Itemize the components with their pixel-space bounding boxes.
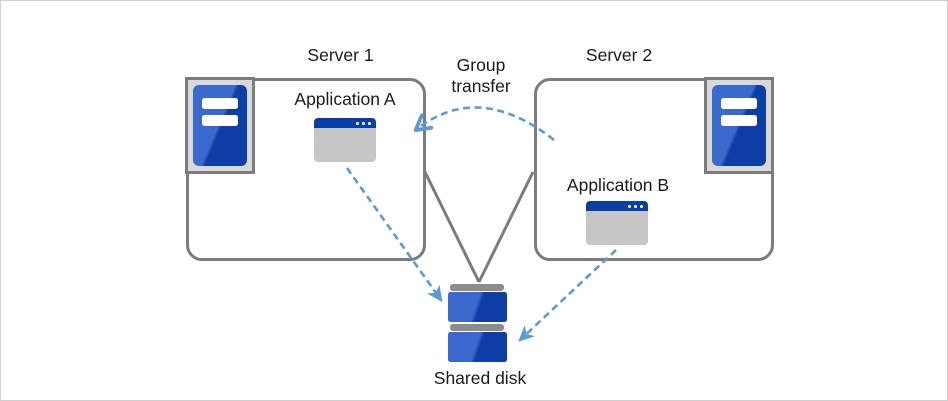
- server2-icon-panel: [704, 77, 774, 174]
- app-titlebar: [586, 201, 648, 211]
- server-tower-icon: [712, 85, 766, 166]
- application-a-label: Application A: [294, 89, 396, 109]
- server1-icon-panel: [185, 77, 255, 174]
- app-titlebar-dots-icon: [355, 121, 371, 125]
- disk-bar: [450, 284, 504, 291]
- application-b-to-disk-arrow: [518, 249, 617, 342]
- server2-label: Server 2: [585, 45, 653, 65]
- server1-to-disk-line: [423, 171, 481, 283]
- app-window-body: [314, 128, 376, 162]
- server1-label: Server 1: [307, 45, 374, 65]
- server-slot-icon: [202, 115, 238, 126]
- disk-block: [448, 332, 507, 362]
- app-titlebar: [314, 118, 376, 128]
- shared-disk-label: Shared disk: [433, 368, 527, 388]
- app-window-icon: [314, 118, 376, 162]
- app-titlebar-dots-icon: [627, 204, 643, 208]
- app-window-body: [586, 211, 648, 245]
- disk-block: [448, 292, 507, 322]
- disk-bar: [450, 324, 504, 331]
- server2-to-disk-line: [477, 171, 535, 283]
- server-slot-icon: [721, 115, 757, 126]
- app-window-icon: [586, 201, 648, 245]
- server-slot-icon: [721, 98, 757, 109]
- group-transfer-label: Group transfer: [451, 55, 511, 96]
- server-tower-icon: [193, 85, 247, 166]
- disk-stack-icon: [448, 284, 507, 362]
- application-b-label: Application B: [566, 175, 670, 195]
- server-slot-icon: [202, 98, 238, 109]
